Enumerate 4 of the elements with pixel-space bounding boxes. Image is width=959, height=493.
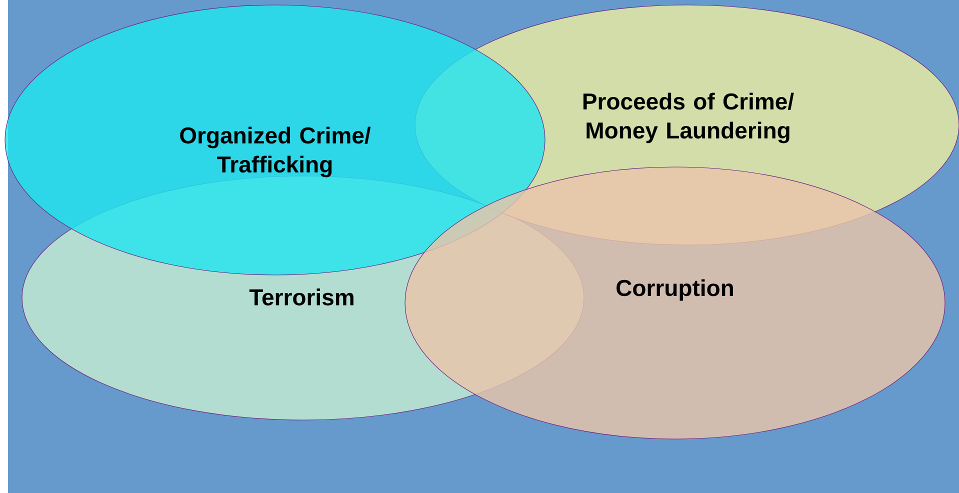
ellipse-label: Organized Crime/ Trafficking (180, 126, 371, 178)
ellipse-label: Terrorism (249, 288, 354, 306)
ellipse-label: Proceeds of Crime/ Money Laundering (583, 92, 794, 144)
ellipse-label: Corruption (616, 279, 733, 301)
